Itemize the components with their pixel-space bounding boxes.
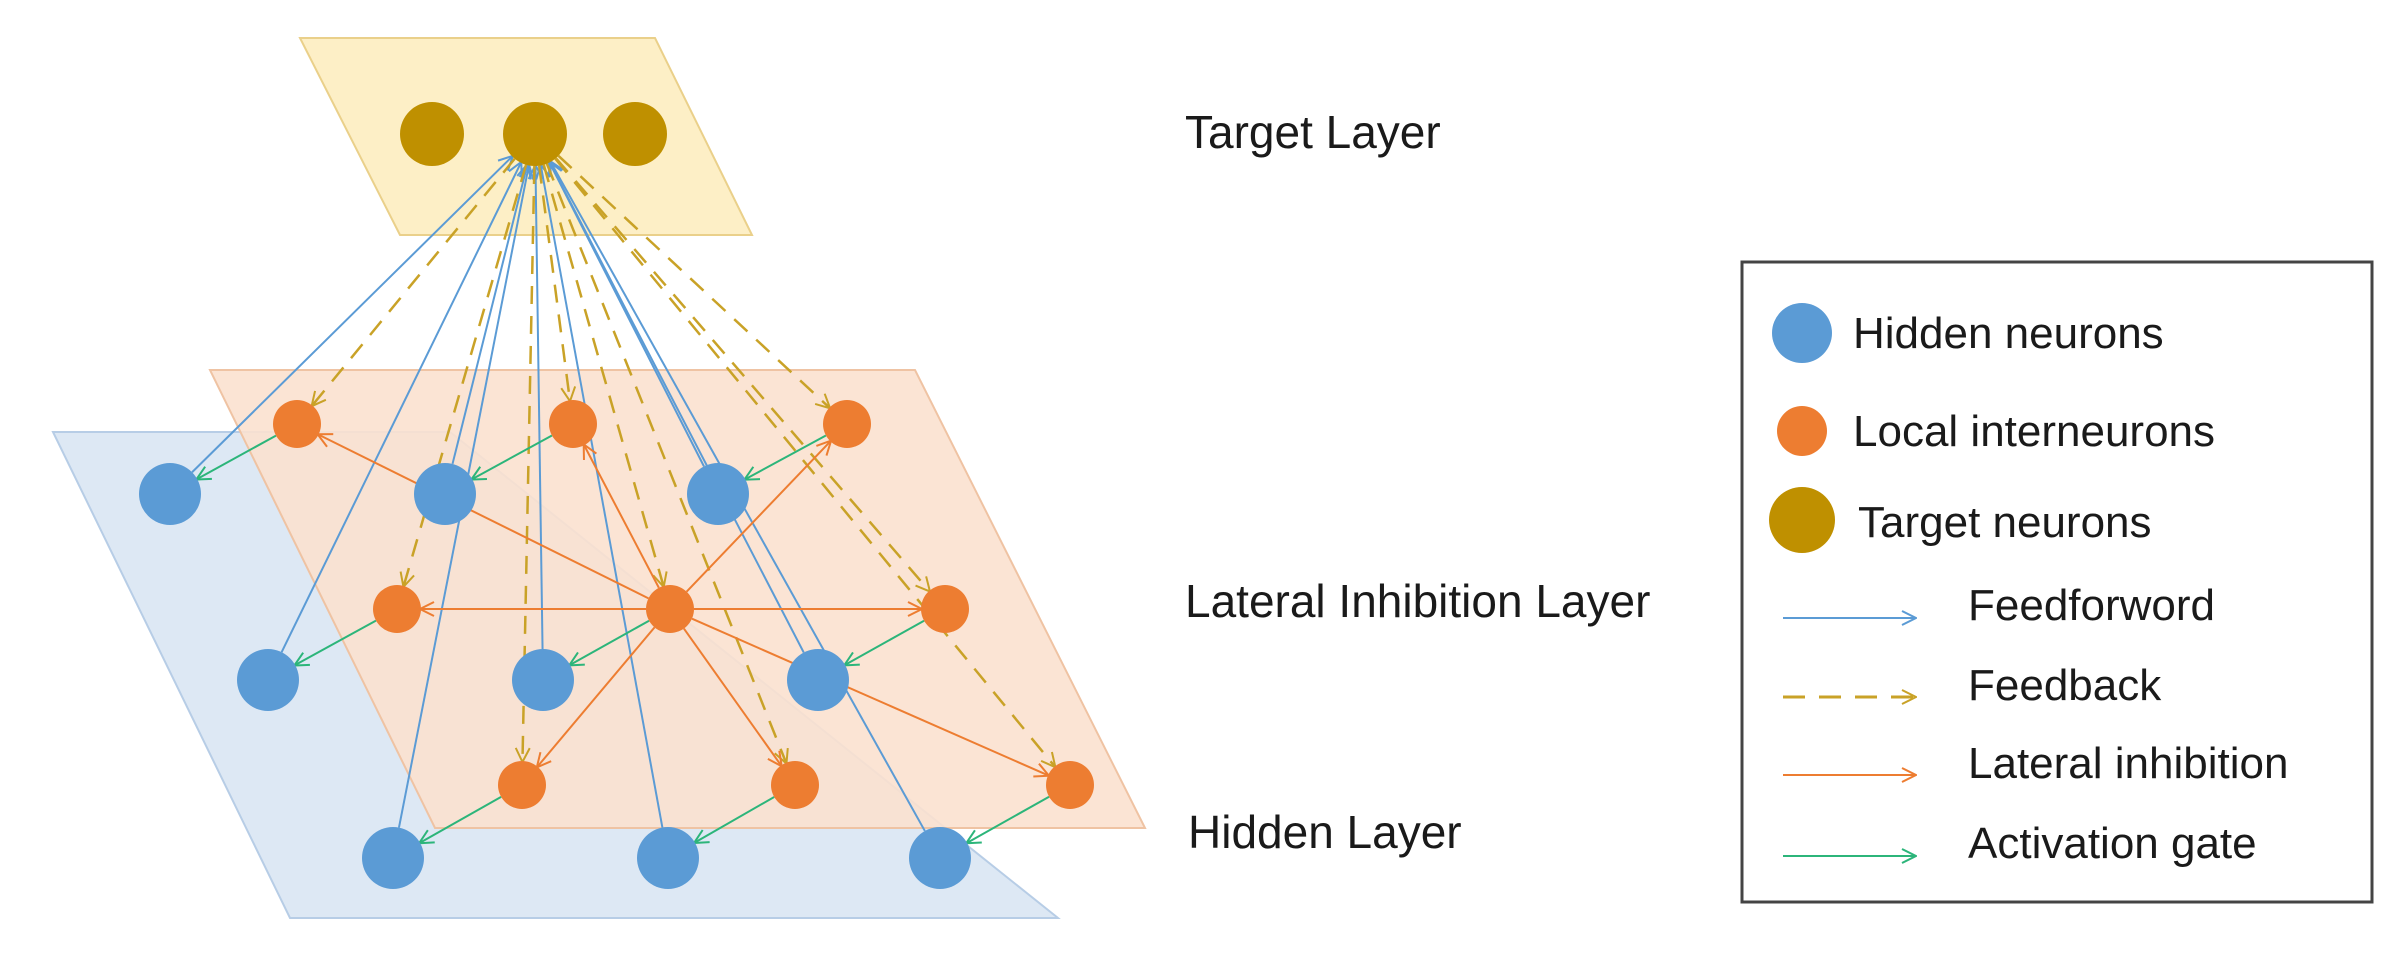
local-interneuron [273,400,321,448]
activation-gate-arrow [197,434,277,479]
legend-lateral-inhibition-label: Lateral inhibition [1968,739,2288,788]
activation-gate-arrow [420,795,502,843]
local-interneuron [921,585,969,633]
lateral-inhibition-arrow [691,617,1048,776]
feedback-arrow [557,154,829,408]
activation-gate-arrow [570,619,650,665]
feedback-arrow [554,157,1054,767]
target-neuron [400,102,464,166]
target-neuron [603,102,667,166]
feedback-arrow [542,164,664,586]
lateral-inhibition-arrow [683,627,781,766]
activation-gate-arrow [745,434,827,479]
lateral-inhibition-layer-label: Lateral Inhibition Layer [1185,575,1650,627]
target-layer-label: Target Layer [1185,106,1441,158]
feedforward-arrow [191,156,512,473]
activation-gate-arrow [967,795,1050,843]
hidden-neuron [139,463,201,525]
local-interneuron [646,585,694,633]
feedforward-arrow [550,162,805,653]
hidden-neuron [512,649,574,711]
hidden-neuron [414,463,476,525]
feedforward-arrow [541,165,664,828]
feedforward-arrow [280,163,521,653]
legend-local-interneurons-label: Local interneurons [1853,407,2215,456]
hidden-layer-label: Hidden Layer [1188,806,1462,858]
feedforward-arrow [535,166,542,650]
activation-gate-arrow [845,619,925,665]
legend-box [1740,260,2374,904]
local-interneuron [823,400,871,448]
activation-gate-arrow [295,619,377,665]
activation-gate-arrow [695,796,775,843]
feedforward-arrow [451,165,528,465]
hidden-neuron [787,649,849,711]
local-interneuron [373,585,421,633]
hidden-neuron [687,463,749,525]
legend: Hidden neurons Local interneurons Target… [1740,260,2374,904]
hidden-neuron [362,827,424,889]
activation-gate-arrow [472,434,553,480]
feedback-arrow [554,157,929,591]
legend-interneuron-icon [1777,406,1827,456]
target-neuron [503,102,567,166]
hidden-neuron [637,827,699,889]
legend-hidden-neuron-icon [1772,303,1832,363]
legend-hidden-neurons-label: Hidden neurons [1853,309,2164,358]
neurons [139,102,1094,889]
local-interneuron [1046,761,1094,809]
feedback-arrow [537,165,570,400]
feedback-arrow [545,163,786,763]
lateral-inhibition-arrow [685,441,831,593]
lateral-inhibition-arrow [537,626,656,766]
legend-activation-gate-label: Activation gate [1968,819,2257,868]
hidden-neuron [237,649,299,711]
lateral-inhibition-arrow [319,435,649,600]
hidden-neuron [909,827,971,889]
legend-target-neurons-label: Target neurons [1858,498,2152,547]
legend-feedforword-label: Feedforword [1968,581,2215,630]
feedback-arrow [312,157,516,406]
local-interneuron [498,761,546,809]
legend-target-neuron-icon [1769,487,1835,553]
lateral-inhibition-arrow [584,445,660,589]
legend-feedback-label: Feedback [1968,661,2162,710]
local-interneuron [771,761,819,809]
local-interneuron [549,400,597,448]
